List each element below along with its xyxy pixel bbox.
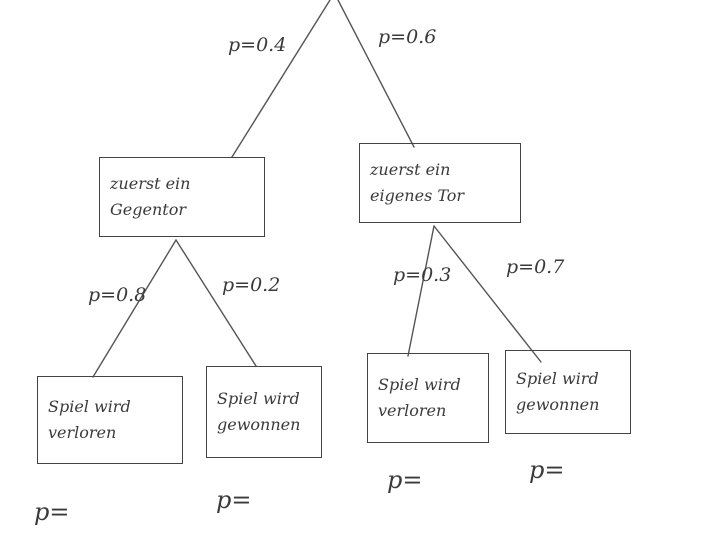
edge-label-root-right: p=0.6 <box>378 26 437 48</box>
edge-label-n2-right: p=0.7 <box>506 256 565 278</box>
edge-root-to-eigenes-tor <box>337 0 415 148</box>
node-text-line1: zuerst ein <box>110 174 191 193</box>
result-probability-1: p= <box>34 498 70 526</box>
edge-eigenes-tor-to-verloren <box>407 225 435 357</box>
edge-label-root-left: p=0.4 <box>228 34 287 56</box>
node-zuerst-gegentor: zuerst ein Gegentor <box>99 157 265 237</box>
leaf-text-line1: Spiel wird <box>217 389 300 408</box>
result-probability-2: p= <box>216 486 252 514</box>
leaf-spiel-verloren-1: Spiel wird verloren <box>37 376 183 464</box>
result-probability-3: p= <box>387 466 423 494</box>
node-text-line1: zuerst ein <box>370 160 451 179</box>
edge-label-n1-left: p=0.8 <box>88 284 147 306</box>
leaf-text-line2: verloren <box>378 401 447 420</box>
leaf-text-line2: gewonnen <box>516 395 600 414</box>
node-text-line2: eigenes Tor <box>370 186 465 205</box>
node-text-line2: Gegentor <box>110 200 186 219</box>
edge-label-n2-left: p=0.3 <box>393 264 452 286</box>
edge-gegentor-to-gewonnen <box>175 239 257 367</box>
edge-gegentor-to-verloren <box>92 239 177 378</box>
leaf-spiel-gewonnen-2: Spiel wird gewonnen <box>505 350 631 434</box>
edge-eigenes-tor-to-gewonnen <box>433 225 542 363</box>
leaf-text-line1: Spiel wird <box>48 397 131 416</box>
edge-root-to-gegentor <box>231 0 331 158</box>
edge-label-n1-right: p=0.2 <box>222 274 281 296</box>
node-zuerst-eigenes-tor: zuerst ein eigenes Tor <box>359 143 521 223</box>
leaf-text-line2: verloren <box>48 423 117 442</box>
leaf-text-line2: gewonnen <box>217 415 301 434</box>
result-probability-4: p= <box>529 456 565 484</box>
leaf-text-line1: Spiel wird <box>516 369 599 388</box>
leaf-text-line1: Spiel wird <box>378 375 461 394</box>
leaf-spiel-gewonnen-1: Spiel wird gewonnen <box>206 366 322 458</box>
leaf-spiel-verloren-2: Spiel wird verloren <box>367 353 489 443</box>
